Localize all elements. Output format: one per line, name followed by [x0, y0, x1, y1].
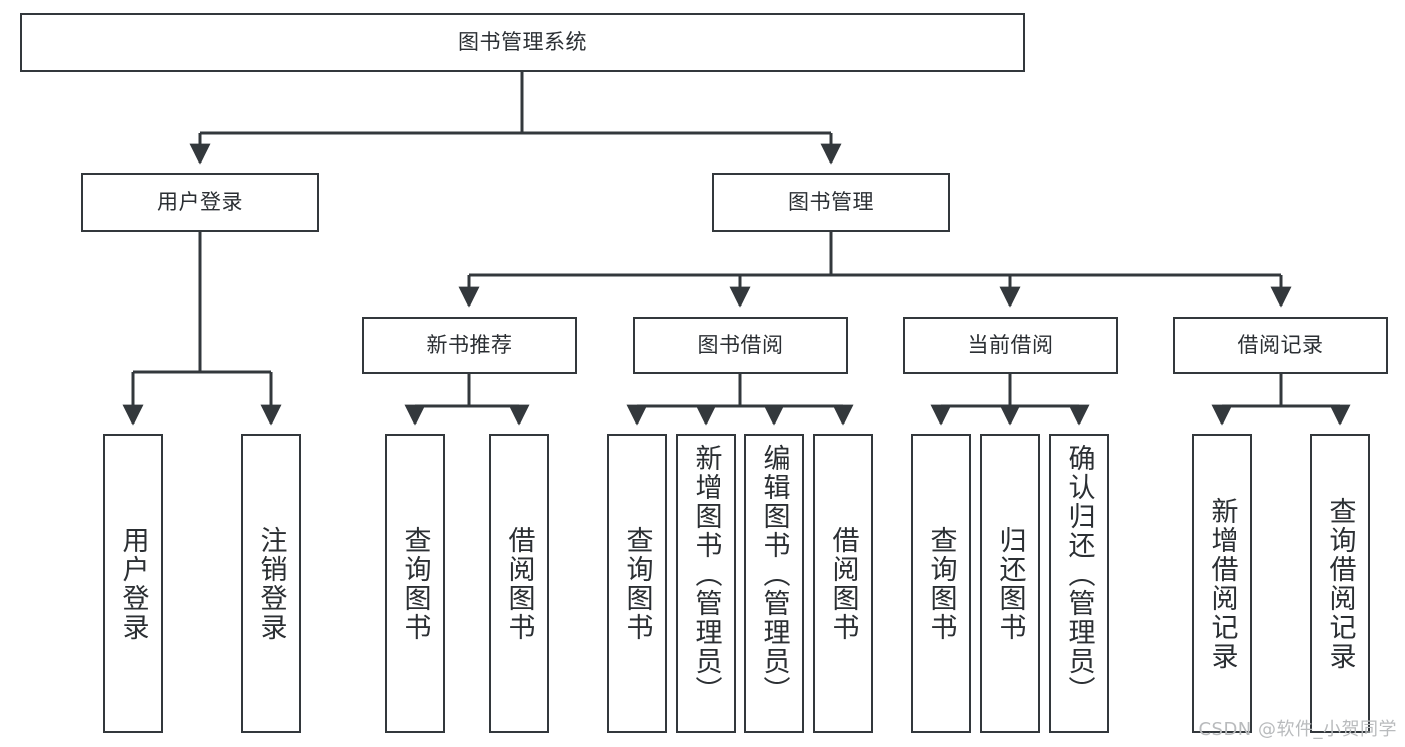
- node-book-management[interactable]: 图书管理: [712, 173, 950, 232]
- node-book-borrow-label: 图书借阅: [697, 333, 784, 358]
- leaf-add-book-admin-label: 新增图书（管理员）: [690, 444, 722, 705]
- leaf-user-login[interactable]: 用户登录: [103, 434, 163, 733]
- leaf-query-book-current-label: 查询图书: [925, 525, 957, 642]
- leaf-confirm-return-admin[interactable]: 确认归还（管理员）: [1049, 434, 1109, 733]
- leaf-query-book-recommend-label: 查询图书: [399, 525, 431, 642]
- leaf-borrow-book-recommend-label: 借阅图书: [503, 525, 535, 642]
- node-borrow-records-label: 借阅记录: [1237, 333, 1324, 358]
- leaf-return-book-label: 归还图书: [994, 525, 1026, 642]
- leaf-query-book-current[interactable]: 查询图书: [911, 434, 971, 733]
- node-user-login[interactable]: 用户登录: [81, 173, 319, 232]
- leaf-borrow-book-label: 借阅图书: [827, 525, 859, 642]
- leaf-return-book[interactable]: 归还图书: [980, 434, 1040, 733]
- leaf-query-book-borrow[interactable]: 查询图书: [607, 434, 667, 733]
- node-book-management-label: 图书管理: [788, 190, 874, 215]
- leaf-edit-book-admin-label: 编辑图书（管理员）: [758, 444, 790, 705]
- node-user-login-label: 用户登录: [157, 190, 243, 215]
- leaf-add-borrow-record-label: 新增借阅记录: [1206, 496, 1238, 671]
- node-current-borrow[interactable]: 当前借阅: [903, 317, 1118, 374]
- node-book-borrow[interactable]: 图书借阅: [633, 317, 848, 374]
- node-new-book-recommend[interactable]: 新书推荐: [362, 317, 577, 374]
- leaf-borrow-book-recommend[interactable]: 借阅图书: [489, 434, 549, 733]
- leaf-add-borrow-record[interactable]: 新增借阅记录: [1192, 434, 1252, 733]
- leaf-query-book-recommend[interactable]: 查询图书: [385, 434, 445, 733]
- leaf-logout-label: 注销登录: [255, 525, 287, 642]
- leaf-confirm-return-admin-label: 确认归还（管理员）: [1063, 444, 1095, 705]
- leaf-user-login-label: 用户登录: [117, 525, 149, 642]
- leaf-borrow-book[interactable]: 借阅图书: [813, 434, 873, 733]
- leaf-add-book-admin[interactable]: 新增图书（管理员）: [676, 434, 736, 733]
- watermark: CSDN @软件_小贺同学: [1198, 719, 1397, 740]
- node-borrow-records[interactable]: 借阅记录: [1173, 317, 1388, 374]
- node-root[interactable]: 图书管理系统: [20, 13, 1025, 72]
- leaf-logout[interactable]: 注销登录: [241, 434, 301, 733]
- leaf-query-borrow-record[interactable]: 查询借阅记录: [1310, 434, 1370, 733]
- leaf-query-borrow-record-label: 查询借阅记录: [1324, 496, 1356, 671]
- leaf-query-book-borrow-label: 查询图书: [621, 525, 653, 642]
- node-current-borrow-label: 当前借阅: [967, 333, 1054, 358]
- node-new-book-recommend-label: 新书推荐: [426, 333, 513, 358]
- leaf-edit-book-admin[interactable]: 编辑图书（管理员）: [744, 434, 804, 733]
- node-root-label: 图书管理系统: [458, 30, 587, 55]
